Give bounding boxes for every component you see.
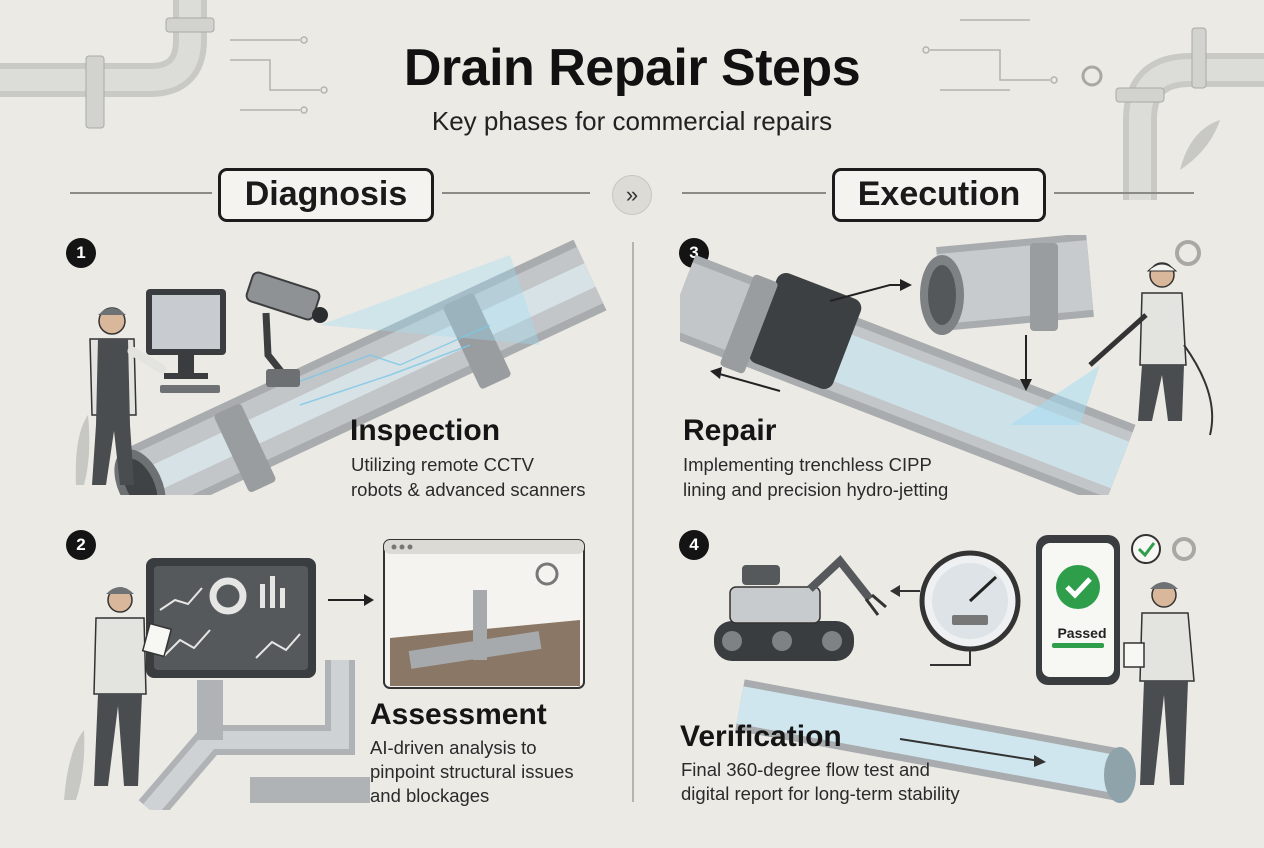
page-subtitle: Key phases for commercial repairs	[431, 106, 833, 136]
step-3-title: Repair	[683, 414, 777, 447]
check-badge-icon	[1131, 534, 1161, 564]
gear-icon	[1175, 240, 1201, 266]
inspection-illustration	[75, 239, 607, 495]
flow-test-pipe	[735, 679, 1136, 803]
assessment-illustration	[64, 539, 585, 810]
phone-status-label: Passed	[1057, 625, 1107, 641]
step-2-badge: 2	[66, 530, 96, 560]
step-4-title: Verification	[680, 720, 842, 753]
step-4-desc-line-1: Final 360-degree flow test and	[681, 759, 930, 780]
cctv-camera-icon	[245, 271, 328, 387]
engineer-figure	[93, 587, 173, 786]
phase-diagnosis-label: Diagnosis	[218, 168, 434, 222]
divider-left-inner	[442, 192, 590, 194]
arrow-icon	[829, 284, 904, 302]
clipboard-icon	[141, 622, 173, 658]
step-2-title: Assessment	[370, 698, 547, 731]
step-2-desc-line-1: AI-driven analysis to	[370, 737, 537, 758]
page-title: Drain Repair Steps	[403, 39, 861, 97]
step-3-desc-line-2: lining and precision hydro-jetting	[683, 479, 949, 500]
pressure-gauge-icon	[919, 550, 1021, 652]
inspection-robot-icon	[714, 555, 887, 661]
assessment-pipes	[138, 660, 370, 810]
pipe-model-window	[383, 539, 585, 689]
decorative-pipes-top-left	[0, 0, 328, 129]
step-2-desc-line-2: pinpoint structural issues	[370, 761, 574, 782]
phase-execution-label: Execution	[832, 168, 1046, 222]
verification-illustration	[714, 534, 1196, 803]
step-4-desc-line-2: digital report for long-term stability	[681, 783, 960, 804]
engineer-figure-verification	[1123, 582, 1195, 785]
decorative-pipes-top-right	[922, 19, 1264, 200]
divider-right-inner	[682, 192, 826, 194]
technician-figure	[89, 307, 167, 485]
water-spray	[1010, 365, 1100, 425]
scan-beam	[320, 255, 540, 345]
center-divider	[632, 242, 634, 802]
analytics-dashboard-icon	[146, 558, 316, 678]
gear-icon	[1172, 537, 1196, 561]
smartphone-icon	[1036, 535, 1120, 685]
step-4-badge: 4	[679, 530, 709, 560]
worker-figure	[1088, 262, 1214, 436]
repair-pipe	[680, 254, 1136, 495]
step-3-desc-line-1: Implementing trenchless CIPP	[683, 454, 932, 475]
divider-right-outer	[1054, 192, 1194, 194]
step-1-desc-line-2: robots & advanced scanners	[351, 479, 586, 500]
step-1-desc-line-1: Utilizing remote CCTV	[351, 454, 534, 475]
step-1-title: Inspection	[350, 414, 501, 447]
divider-left-outer	[70, 192, 212, 194]
check-circle-icon	[1056, 565, 1100, 609]
monitor-icon	[146, 289, 226, 393]
repair-illustration	[680, 235, 1214, 495]
step-1-badge: 1	[66, 238, 96, 268]
pipe-section-icon	[920, 235, 1094, 335]
double-chevron-right-icon: »	[612, 175, 652, 215]
gear-icon	[1081, 65, 1103, 87]
step-2-desc-line-3: and blockages	[370, 785, 490, 806]
